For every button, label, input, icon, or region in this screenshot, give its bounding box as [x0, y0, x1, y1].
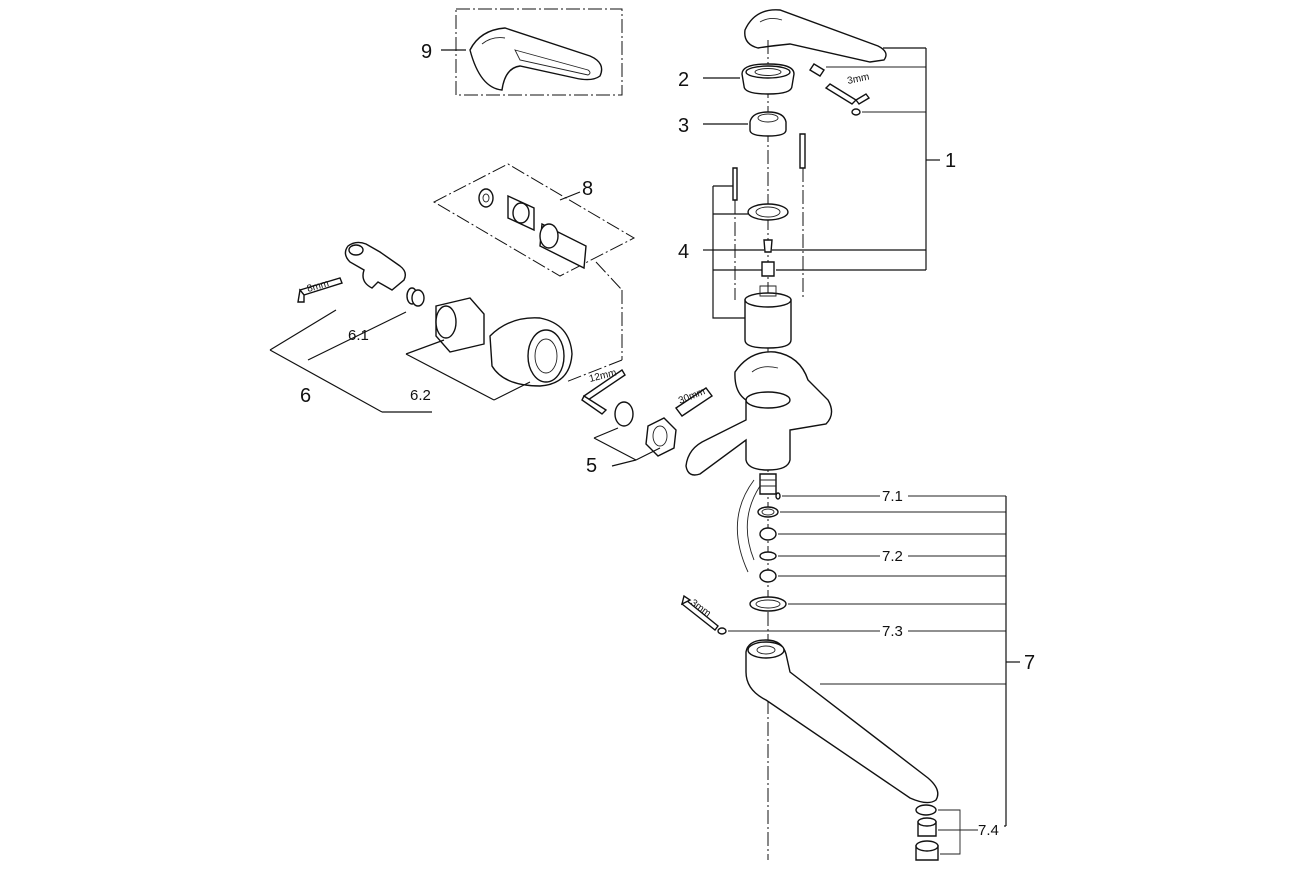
callout-6-1: 6.1	[348, 327, 369, 344]
part-8-extension-set	[432, 163, 636, 277]
callout-4: 4	[678, 241, 689, 263]
part-4-clamping-ring	[747, 203, 789, 221]
callout-6: 6	[300, 385, 311, 407]
callout-5: 5	[586, 455, 597, 477]
part-9-alternative-lever	[441, 8, 623, 96]
callout-1: 1	[945, 150, 956, 172]
hex-key-3mm-label: 3mm	[846, 72, 870, 87]
hex-key-3mm-top: 3mm	[824, 72, 870, 105]
part-5-union-nut	[614, 401, 677, 457]
part-6-2-nut-and-rosette	[435, 297, 573, 387]
part-7-bearing-1	[759, 527, 777, 541]
part-4-spindle	[761, 261, 775, 277]
callout-2: 2	[678, 69, 689, 91]
part-7-o-ring-1	[757, 506, 779, 518]
hex-key-3mm-spout: 3mm	[680, 594, 727, 635]
tool-30mm: 30mm	[674, 386, 714, 417]
faucet-body	[685, 351, 833, 476]
part-7-4-aerator-parts	[915, 804, 939, 861]
callout-9: 9	[421, 41, 432, 63]
part-7-leaders	[728, 495, 1020, 855]
cap-screw-top	[851, 108, 926, 116]
part-4-cartridge	[744, 285, 792, 349]
callout-8: 8	[582, 178, 593, 200]
hex-key-8mm: 8mm	[297, 277, 343, 303]
part-7-bearing-2	[759, 569, 777, 583]
part-6-seal	[411, 289, 425, 307]
part-6-1-eccentric-union	[344, 241, 418, 305]
callout-7-1: 7.1	[882, 488, 903, 505]
callout-3: 3	[678, 115, 689, 137]
part-7-2-o-ring	[759, 551, 777, 561]
hex-key-12mm: 12mm	[581, 368, 626, 415]
callout-7-2: 7.2	[882, 548, 903, 565]
part-1-lever-handle	[744, 9, 926, 63]
set-screw-top	[809, 63, 926, 77]
callout-7-3: 7.3	[882, 623, 903, 640]
part-2-cover-cap	[741, 63, 795, 95]
spout	[745, 639, 939, 804]
hex-key-8mm-label: 8mm	[306, 278, 330, 295]
callout-6-2: 6.2	[410, 387, 431, 404]
callout-7-4: 7.4	[978, 822, 999, 839]
part-7-1-coupling	[759, 473, 781, 500]
part-7-wear-ring	[749, 596, 787, 612]
part-3-adapter	[749, 111, 787, 137]
callout-7: 7	[1024, 652, 1035, 674]
part-4-small-screw	[763, 239, 773, 253]
